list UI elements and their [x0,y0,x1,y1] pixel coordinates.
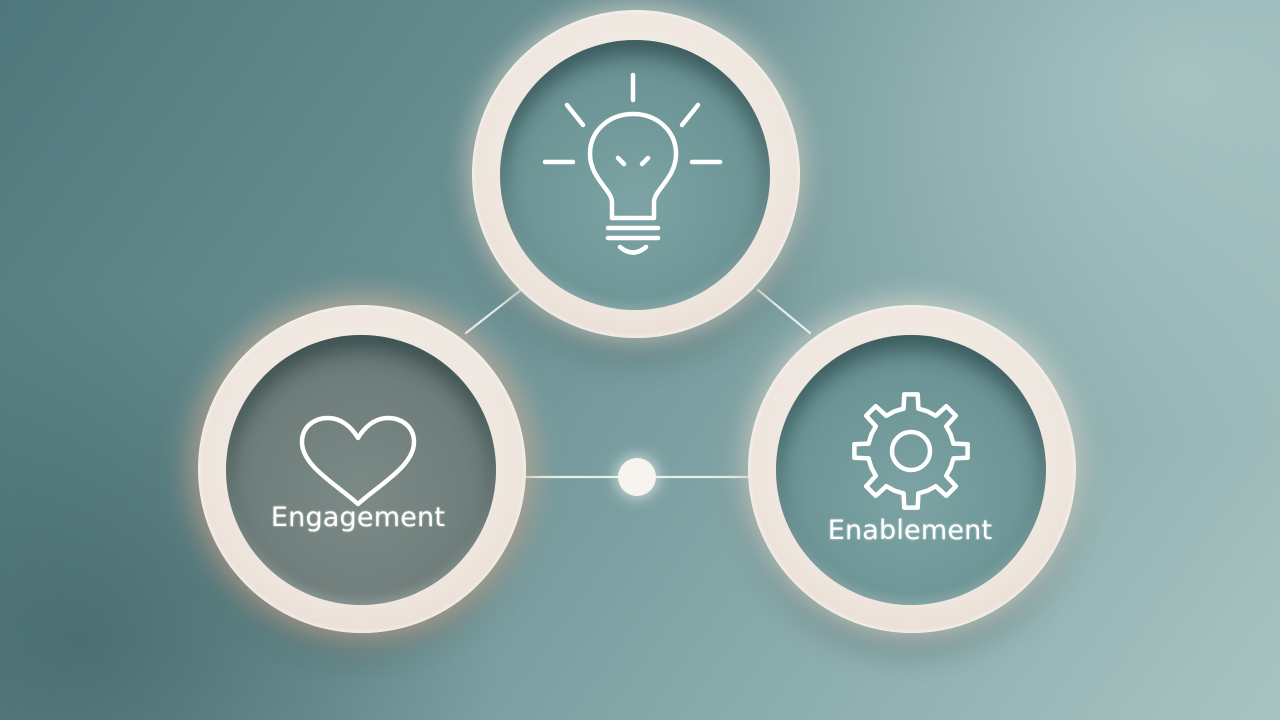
heart-icon [299,415,417,507]
hub-node [618,458,656,496]
connector-top-right [756,288,812,335]
gear-icon [852,392,970,510]
label-engagement: Engagement [270,502,446,533]
lightbulb-icon [542,72,723,255]
label-enablement: Enablement [827,515,993,546]
connector-top-left [464,288,523,335]
node-engagement-well [226,335,496,605]
